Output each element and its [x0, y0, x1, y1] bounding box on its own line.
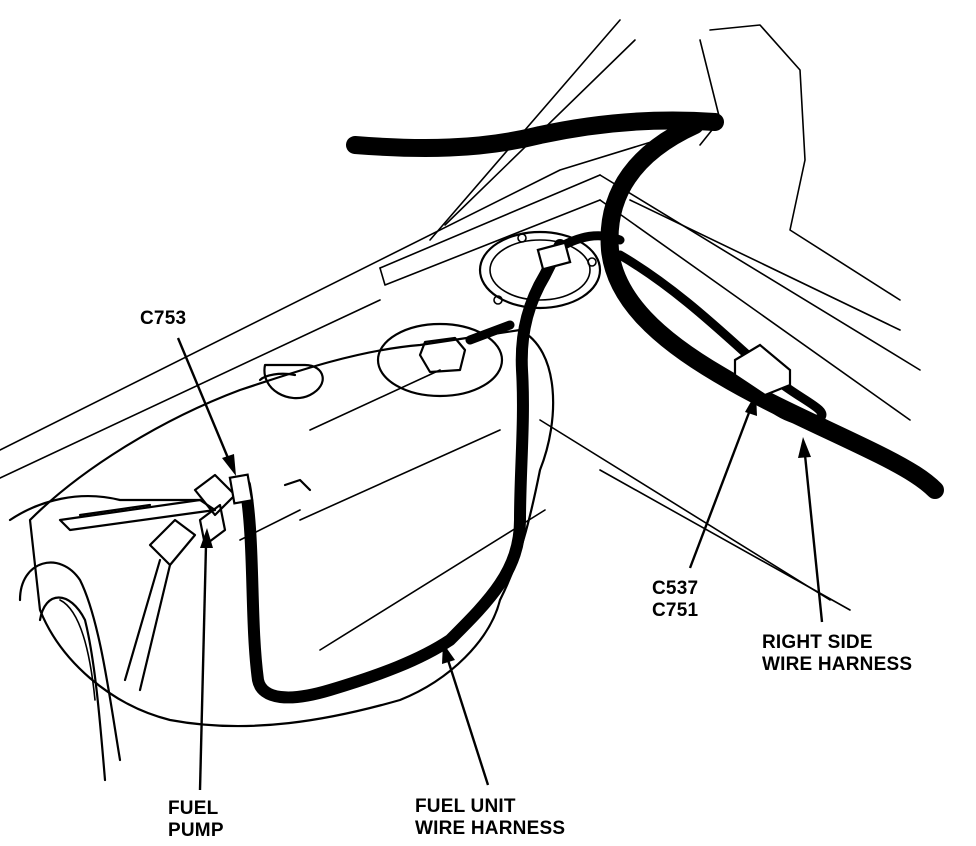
fuel-unit-plate [478, 230, 602, 310]
c753-label: C753 [140, 308, 186, 330]
fuel-pump-label: FUEL PUMP [168, 798, 224, 842]
fuel-unit-connector [536, 241, 572, 271]
right-side-text-line1: RIGHT SIDE [762, 632, 873, 653]
fuel-pump-leader [198, 528, 213, 791]
filler-neck [376, 322, 504, 398]
fuel-unit-text-line2: WIRE HARNESS [415, 818, 566, 839]
c751-text: C751 [652, 600, 699, 621]
fuel-unit-leader [442, 643, 490, 786]
fuel-pump-text-line2: PUMP [168, 820, 224, 841]
fuel-unit-wire-harness [239, 239, 566, 704]
c753-connector [228, 473, 254, 505]
c753-leader [176, 337, 236, 476]
rear-suspension [8, 494, 217, 782]
c537-text: C537 [652, 578, 699, 599]
right-side-leader [798, 437, 824, 623]
c753-text: C753 [140, 308, 187, 329]
right-side-text-line2: WIRE HARNESS [762, 654, 913, 675]
fuel-pump [123, 363, 324, 692]
fuel-unit-wire-harness-label: FUEL UNIT WIRE HARNESS [415, 796, 565, 840]
c537-leader [688, 393, 757, 569]
fuel-unit-text-line1: FUEL UNIT [415, 796, 516, 817]
c537-c751-label: C537 C751 [652, 578, 698, 622]
right-side-wire-harness-label: RIGHT SIDE WIRE HARNESS [762, 632, 912, 676]
fuel-pump-text-line1: FUEL [168, 798, 219, 819]
c537-c751-connector [733, 343, 792, 397]
